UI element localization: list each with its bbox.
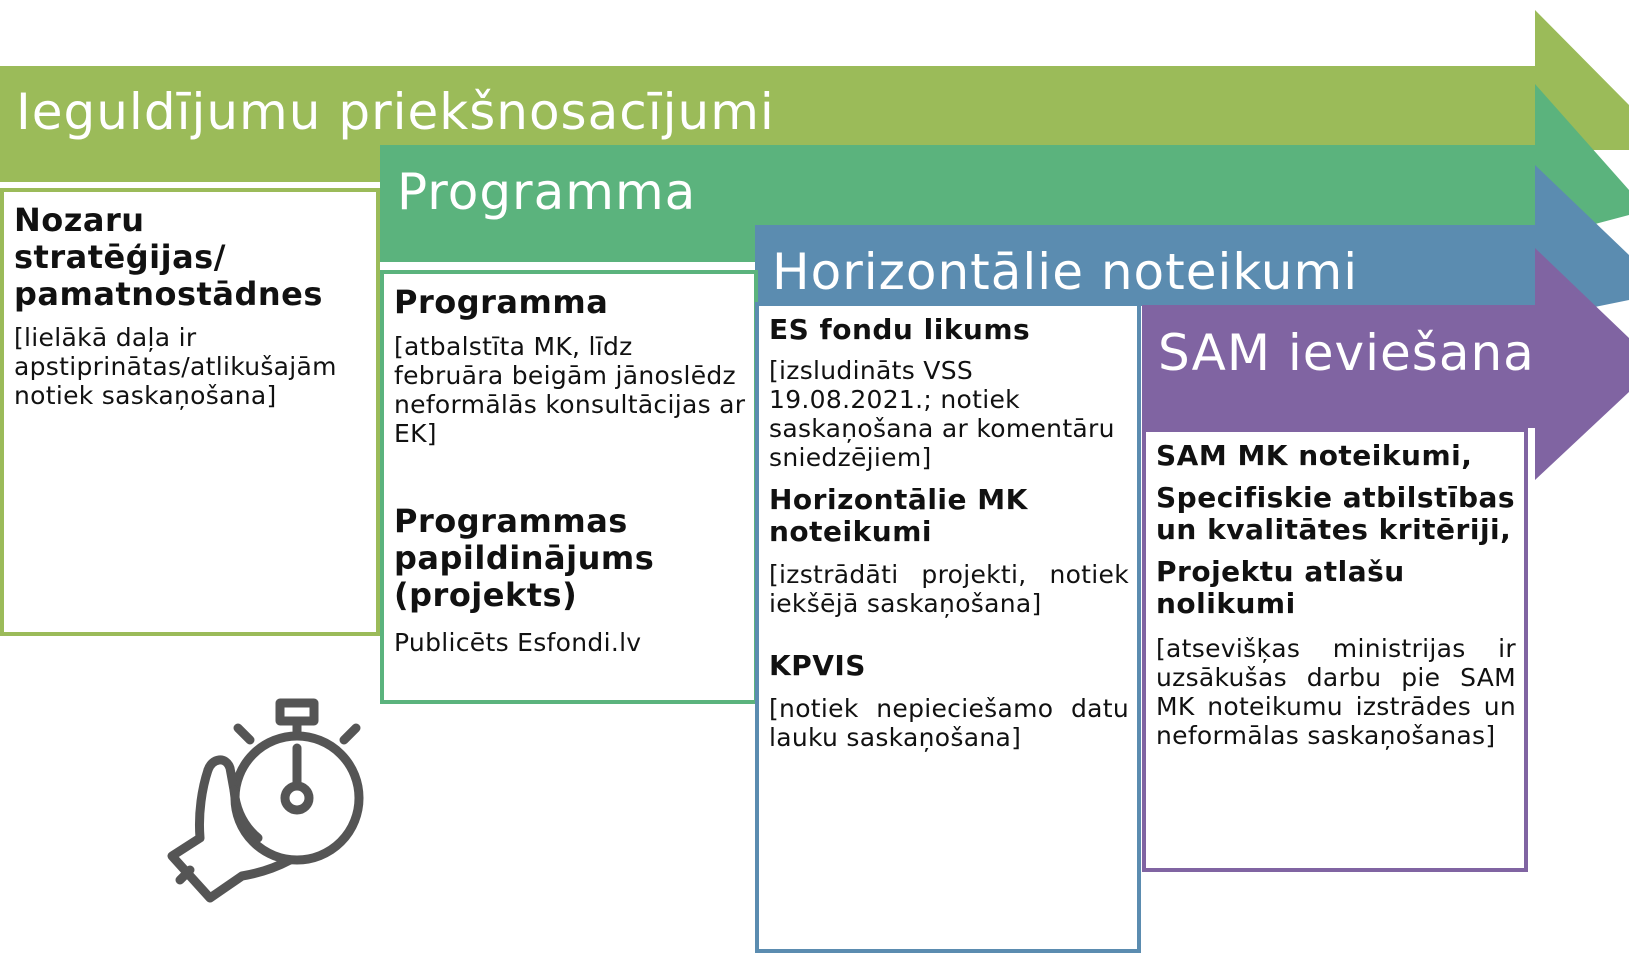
box3-note-eu-funds-law: [izsludināts VSS 19.08.2021.; notiek sas… xyxy=(769,356,1115,472)
band-title-investment-preconditions: Ieguldījumu priekšnosacījumi xyxy=(16,83,775,141)
box-programme: Programma [atbalstīta MK, līdz februāra … xyxy=(380,270,758,704)
band-arrow-sam-implementation xyxy=(1142,248,1629,480)
box2-note-supplement: Publicēts Esfondi.lv xyxy=(394,628,642,657)
box2-heading-supplement: Programmas papildinājums (projekts) xyxy=(394,502,655,614)
box-horizontal-rules: ES fondu likums [izsludināts VSS 19.08.2… xyxy=(755,302,1141,953)
box4-heading-sam-cm-rules: SAM MK noteikumi, xyxy=(1156,439,1473,472)
box-sector-strategies: Nozaru stratēģijas/ pamatnostādnes [liel… xyxy=(0,188,380,636)
box3-heading-kpvis: KPVIS xyxy=(769,649,866,682)
box1-note: [lielākā daļa ir apstiprinātas/atlikušaj… xyxy=(14,323,337,410)
box4-heading-selection-rules: Projektu atlašu nolikumi xyxy=(1156,555,1405,620)
box3-note-kpvis: [notiek nepieciešamo datu lauku saskaņoš… xyxy=(769,694,1129,752)
band-title-programme: Programma xyxy=(397,163,697,221)
band-title-sam-implementation: SAM ieviešana xyxy=(1158,324,1535,382)
box4-heading-criteria: Specifiskie atbilstības un kvalitātes kr… xyxy=(1156,481,1516,546)
band-arrow-programme xyxy=(380,84,1629,262)
box4-note: [atsevišķas ministrijas ir uzsākušas dar… xyxy=(1156,634,1516,750)
box2-note-programme: [atbalstīta MK, līdz februāra beigām jān… xyxy=(394,332,746,448)
box3-note-horizontal-cm-rules: [izstrādāti projekti, notiek iekšējā sas… xyxy=(769,560,1129,618)
box3-heading-horizontal-cm-rules: Horizontālie MK noteikumi xyxy=(769,483,1028,548)
stopwatch-in-hand-icon xyxy=(167,698,364,903)
band-title-horizontal-rules: Horizontālie noteikumi xyxy=(772,243,1359,301)
box3-heading-eu-funds-law: ES fondu likums xyxy=(769,313,1031,346)
band-arrow-horizontal-rules xyxy=(755,165,1629,310)
box1-heading: Nozaru stratēģijas/ pamatnostādnes xyxy=(14,201,323,313)
box-sam-implementation: SAM MK noteikumi, Specifiskie atbilstība… xyxy=(1142,428,1528,872)
box2-heading-programme: Programma xyxy=(394,283,609,321)
